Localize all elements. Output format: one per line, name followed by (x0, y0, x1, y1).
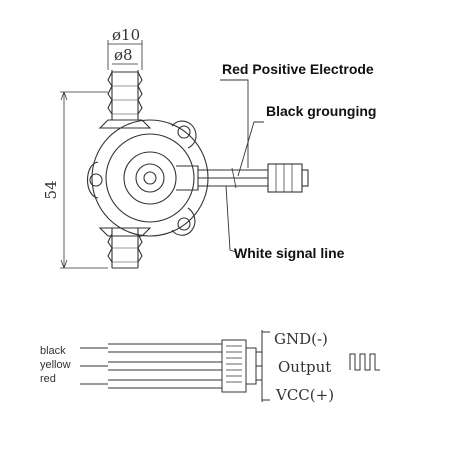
dimension-54-line (60, 91, 108, 269)
pulse-waveform-icon (349, 353, 380, 371)
wire-label-yellow: yellow (40, 359, 71, 371)
sensor-housing (176, 165, 199, 191)
wire-label-red: red (40, 373, 56, 385)
leader-red (220, 79, 249, 168)
dimension-lines (60, 40, 143, 269)
sensor-cable (198, 167, 268, 189)
wiring-lines (80, 343, 222, 389)
callout-red-positive: Red Positive Electrode (222, 61, 374, 77)
callout-black-grounding: Black grounging (266, 103, 376, 119)
pin-vcc-label: VCC(+) (275, 386, 334, 404)
sensor-drawing (86, 70, 309, 269)
leader-white (225, 185, 237, 253)
sensor-body (91, 119, 209, 237)
wiring-connector (221, 330, 270, 402)
cable-connector (267, 163, 309, 193)
pin-gnd-label: GND(-) (274, 330, 328, 348)
wire-labels: black yellow red (40, 345, 71, 385)
callout-leaders (220, 79, 264, 253)
top-nozzle (107, 70, 143, 120)
mounting-ear-top-right (171, 120, 197, 149)
leader-black (237, 121, 264, 177)
mounting-ear-bottom-right (171, 207, 196, 236)
dimension-o8-label: ø8 (114, 46, 133, 64)
dimension-o10-label: ø10 (112, 26, 140, 44)
dimension-54-label: 54 (42, 180, 60, 199)
mounting-ear-left (86, 161, 103, 199)
callout-white-signal: White signal line (234, 245, 345, 261)
wire-label-black: black (40, 345, 66, 357)
pin-output-label: Output (278, 358, 331, 376)
dimension-o10-line (107, 40, 143, 70)
